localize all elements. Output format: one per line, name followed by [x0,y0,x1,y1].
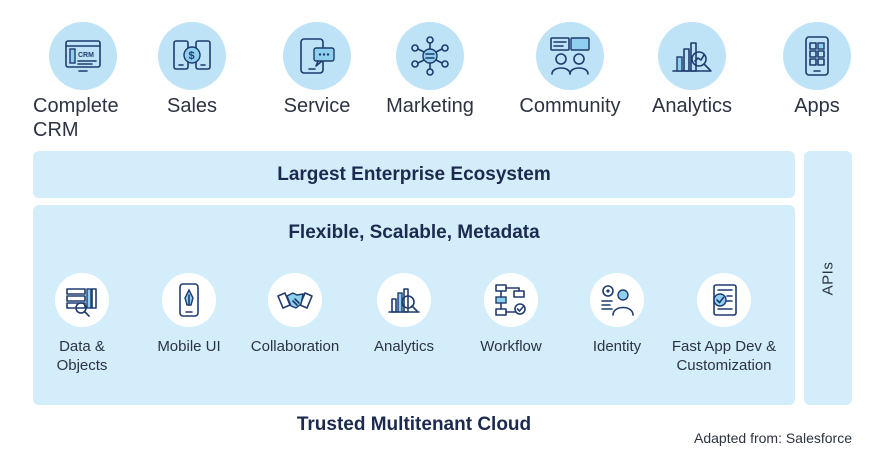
app-label: Community [519,95,621,117]
apis-band: APIs [804,151,852,405]
source-note: Adapted from: Salesforce [694,430,852,446]
app-apps: Apps [752,22,882,118]
app-complete-crm: CRM Complete CRM [33,22,133,142]
service-tablet-chat-icon [283,22,351,90]
crm-icon-text: CRM [78,52,94,59]
data-objects-icon [55,273,109,327]
cloud-foundation-title: Trusted Multitenant Cloud [296,414,532,435]
app-label: Complete CRM [33,95,119,141]
feature-identity: Identity [557,273,677,356]
sales-devices-icon: $ [158,22,226,90]
mobile-ui-icon [162,273,216,327]
feature-fast-app-dev: Fast App Dev & Customization [664,273,784,375]
feature-label: Mobile UI [157,338,221,355]
ecosystem-band: Largest Enterprise Ecosystem [33,151,795,198]
crm-monitor-icon: CRM [49,22,117,90]
feature-label: Identity [592,338,642,355]
app-label: Sales [166,95,218,117]
ecosystem-title: Largest Enterprise Ecosystem [277,163,551,185]
app-marketing: Marketing [365,22,495,118]
svg-text:$: $ [189,50,195,62]
app-community: Community [505,22,635,118]
feature-analytics: Analytics [344,273,464,356]
app-service: Service [252,22,382,118]
feature-collaboration: Collaboration [235,273,355,356]
feature-label: Fast App Dev & Customization [671,338,777,374]
platform-band: Flexible, Scalable, Metadata Data & Obje… [33,205,795,405]
app-label: Marketing [386,95,474,117]
analytics-magnifier-icon [658,22,726,90]
feature-label: Analytics [373,338,435,355]
app-dev-icon [697,273,751,327]
app-analytics: Analytics [627,22,757,118]
feature-workflow: Workflow [451,273,571,356]
product-row: CRM Complete CRM $ Sales [0,0,885,150]
feature-label: Data & Objects [56,338,108,374]
feature-mobile-ui: Mobile UI [129,273,249,356]
app-label: Service [283,95,351,117]
community-people-icon [536,22,604,90]
apps-phone-grid-icon [783,22,851,90]
analytics-chart-icon [377,273,431,327]
feature-data-objects: Data & Objects [22,273,142,375]
app-label: Analytics [651,95,733,117]
app-label: Apps [794,95,840,117]
handshake-icon [268,273,322,327]
identity-icon [590,273,644,327]
feature-label: Workflow [480,338,542,355]
marketing-network-icon [396,22,464,90]
app-sales: $ Sales [127,22,257,118]
workflow-icon [484,273,538,327]
feature-label: Collaboration [250,338,340,355]
platform-title: Flexible, Scalable, Metadata [288,222,540,243]
apis-label: APIs [819,261,837,295]
